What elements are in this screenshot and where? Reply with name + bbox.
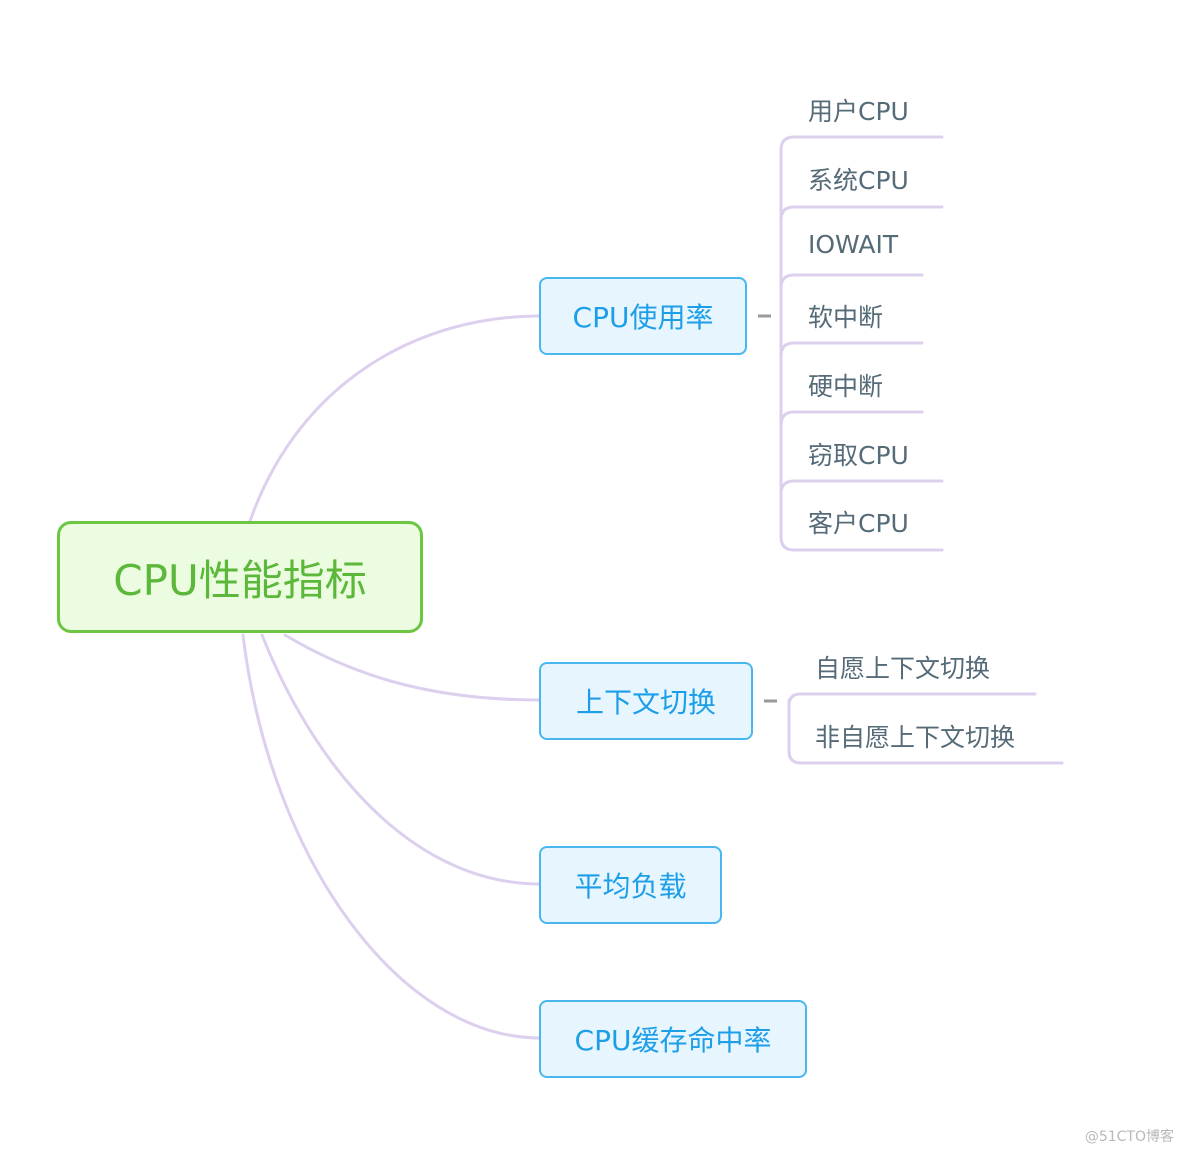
connector-root-cache-hit <box>241 633 542 1040</box>
branch-label: CPU缓存命中率 <box>574 1024 772 1057</box>
branch-label: 平均负载 <box>574 870 687 903</box>
leaf-involuntary-switch[interactable]: 非自愿上下文切换 <box>815 723 1016 752</box>
connector-cpu-usage-leaves <box>779 135 944 552</box>
connector-context-switch-leaves <box>787 692 1064 765</box>
leaf-guest-cpu[interactable]: 客户CPU <box>808 509 909 538</box>
root-label: CPU性能指标 <box>113 555 367 605</box>
leaf-voluntary-switch[interactable]: 自愿上下文切换 <box>815 654 991 683</box>
branch-label: CPU使用率 <box>572 301 714 334</box>
leaf-steal-cpu[interactable]: 窃取CPU <box>808 441 909 470</box>
leaf-softirq[interactable]: 软中断 <box>808 303 884 332</box>
branch-load-average[interactable]: 平均负载 <box>539 846 722 924</box>
leaf-iowait[interactable]: IOWAIT <box>808 230 899 259</box>
connector-root-cpu-usage <box>248 314 542 523</box>
watermark: @51CTO博客 <box>1084 1129 1174 1145</box>
branch-context-switch[interactable]: 上下文切换 <box>539 662 753 740</box>
branch-label: 上下文切换 <box>575 686 716 719</box>
root-node[interactable]: CPU性能指标 <box>57 521 423 633</box>
leaf-hardirq[interactable]: 硬中断 <box>808 372 884 401</box>
leaf-system-cpu[interactable]: 系统CPU <box>808 166 909 195</box>
leaf-user-cpu[interactable]: 用户CPU <box>808 97 909 126</box>
connector-root-context-switch <box>283 633 542 702</box>
branch-cache-hit-rate[interactable]: CPU缓存命中率 <box>539 1000 807 1078</box>
connector-root-load-average <box>260 633 542 886</box>
branch-cpu-usage[interactable]: CPU使用率 <box>539 277 747 355</box>
